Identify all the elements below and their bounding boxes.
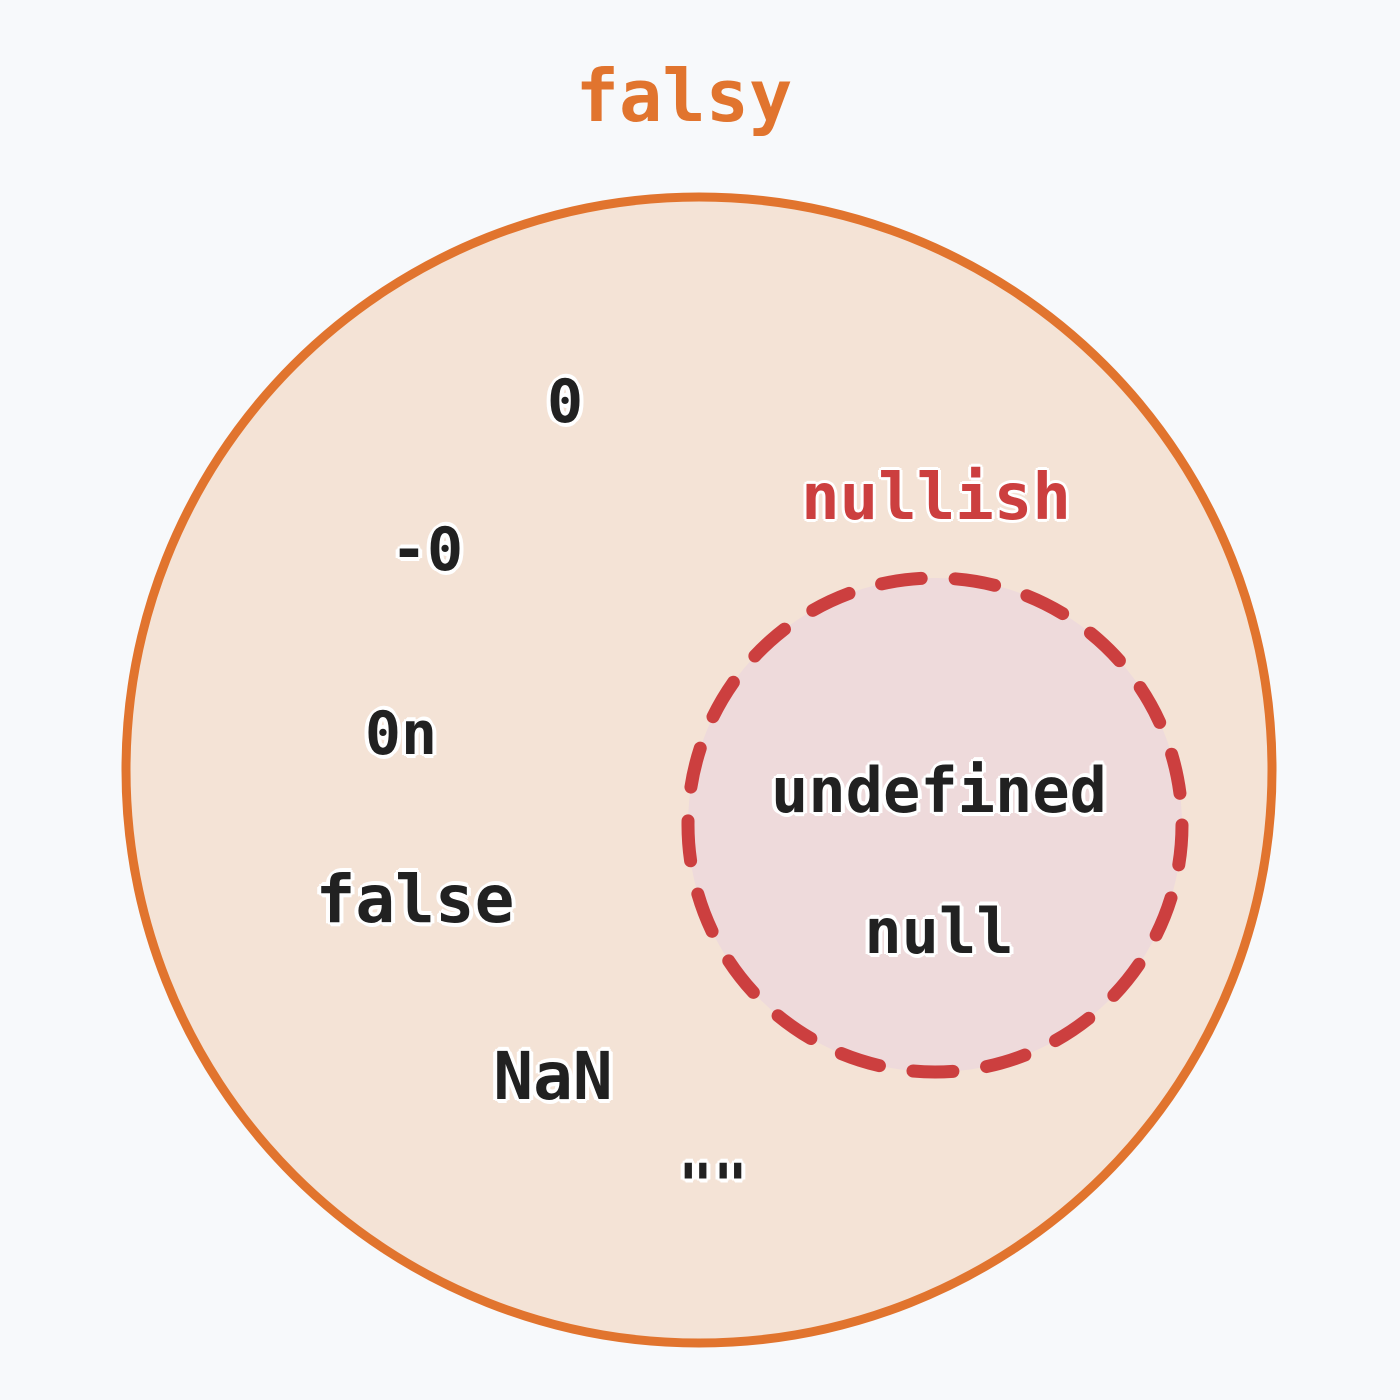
member-label-false[interactable]: false xyxy=(315,861,515,938)
member-label-zero[interactable]: 0 xyxy=(546,367,584,437)
member-label-empty-string[interactable]: "" xyxy=(678,1151,748,1219)
falsy-set-label: falsy xyxy=(575,54,793,138)
member-label-negative-zero[interactable]: -0 xyxy=(390,515,464,585)
member-label-null[interactable]: null xyxy=(864,895,1014,968)
member-label-bigint-zero[interactable]: 0n xyxy=(364,699,438,769)
nullish-set-circle[interactable] xyxy=(681,571,1189,1079)
member-label-nan[interactable]: NaN xyxy=(493,1038,613,1115)
nullish-set-label: nullish xyxy=(801,461,1071,535)
member-label-undefined[interactable]: undefined xyxy=(771,754,1107,827)
